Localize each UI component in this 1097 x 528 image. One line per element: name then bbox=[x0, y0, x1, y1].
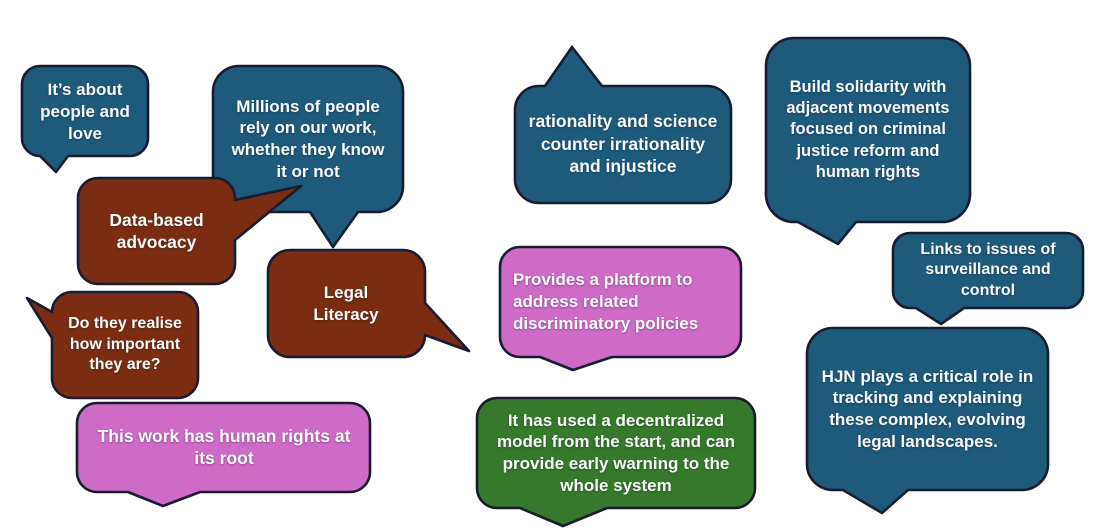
bubble-shape-its-about-people bbox=[20, 64, 150, 174]
bubble-shape-hjn-role bbox=[805, 326, 1050, 515]
bubble-shape-do-they-realise bbox=[25, 290, 200, 400]
bubble-shape-legal-literacy bbox=[266, 248, 471, 359]
bubble-shape-build-solidarity bbox=[764, 36, 972, 246]
bubble-shape-provides-platform bbox=[498, 245, 743, 372]
bubble-shape-data-based bbox=[76, 176, 303, 286]
bubble-shape-rationality bbox=[513, 45, 733, 205]
bubble-shape-human-rights-root bbox=[75, 401, 372, 508]
bubble-shape-decentralized bbox=[475, 396, 757, 528]
bubble-shape-links-surveillance bbox=[891, 231, 1085, 326]
